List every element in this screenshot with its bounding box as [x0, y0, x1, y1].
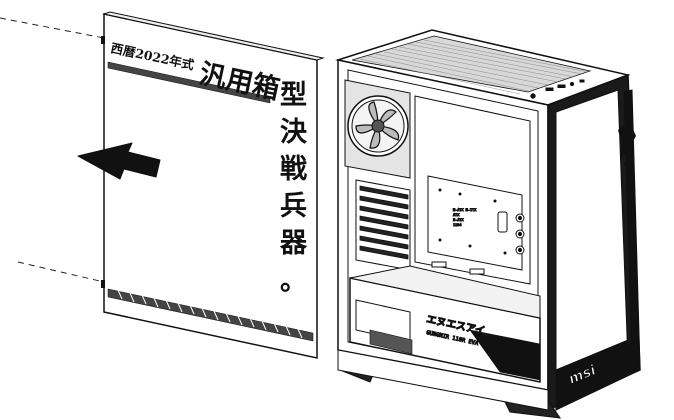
- front-bottom-accent: [555, 339, 641, 411]
- psu-shroud-top: [349, 265, 541, 319]
- panel-title-char-6: 。: [280, 266, 307, 297]
- fan-icon: [347, 95, 409, 157]
- tray-io-label: M-ATX M-ITX ATX E-ATX 1234: [453, 208, 478, 228]
- case-top-mesh: [351, 35, 592, 93]
- arrow-left-icon: [77, 142, 161, 180]
- psu-shroud-accent: [469, 329, 541, 381]
- guide-line-top: [0, 17, 105, 39]
- panel-clip-bottom: [101, 280, 105, 288]
- psu-shroud-vent: [369, 329, 413, 355]
- power-button: [530, 93, 536, 99]
- tray-io-label-line-3: E-ATX: [453, 218, 464, 222]
- standoff-holes: [438, 188, 507, 255]
- side-panel: 西暦2022年式 汎用箱 型 決 戦 兵 器 。: [101, 11, 325, 359]
- usb-port-1: [545, 87, 554, 91]
- case-bottom-edge: [337, 349, 549, 411]
- tray-io-label-line-2: ATX: [453, 213, 460, 217]
- tray-io-label-line-1: M-ATX M-ITX: [453, 208, 477, 212]
- reset-button: [579, 79, 585, 83]
- panel-title-char-5: 器: [279, 228, 308, 259]
- usb-port-2: [557, 84, 566, 88]
- panel-title-char-2: 決: [280, 117, 308, 148]
- panel-hatch-stripe-bottom: [107, 288, 314, 342]
- top-io-buttons: [530, 79, 585, 99]
- cable-grommets: [497, 211, 525, 255]
- audio-jack: [569, 81, 575, 87]
- panel-hatch-stripe-top: [107, 61, 271, 104]
- side-panel-edge: [102, 11, 325, 61]
- tray-io-label-line-4: 1234: [453, 223, 461, 227]
- motherboard-cutout: [427, 175, 523, 271]
- panel-title-char-4: 兵: [280, 191, 307, 222]
- pci-slots: [355, 179, 411, 271]
- tray-cutouts: [431, 261, 485, 275]
- panel-title-vertical: 型 決 戦 兵 器 。: [279, 80, 308, 297]
- pc-case: M-ATX M-ITX ATX E-ATX 1234 エヌエスアイ GUNGNI…: [335, 29, 641, 419]
- guide-lines: [0, 17, 105, 283]
- panel-title-char-3: 戦: [280, 154, 307, 185]
- dragon-emblem-icon: [618, 122, 636, 176]
- guide-line-bottom: [17, 261, 105, 283]
- panel-clip-top: [101, 36, 105, 44]
- panel-title-char-1: 型: [280, 80, 307, 111]
